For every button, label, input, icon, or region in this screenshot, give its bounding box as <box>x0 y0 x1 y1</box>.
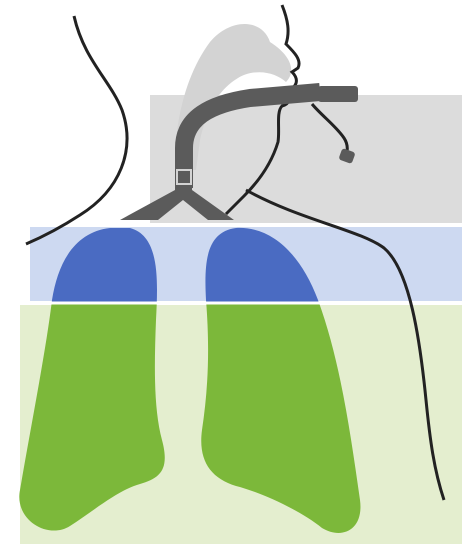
head-outline-icon <box>26 16 127 244</box>
